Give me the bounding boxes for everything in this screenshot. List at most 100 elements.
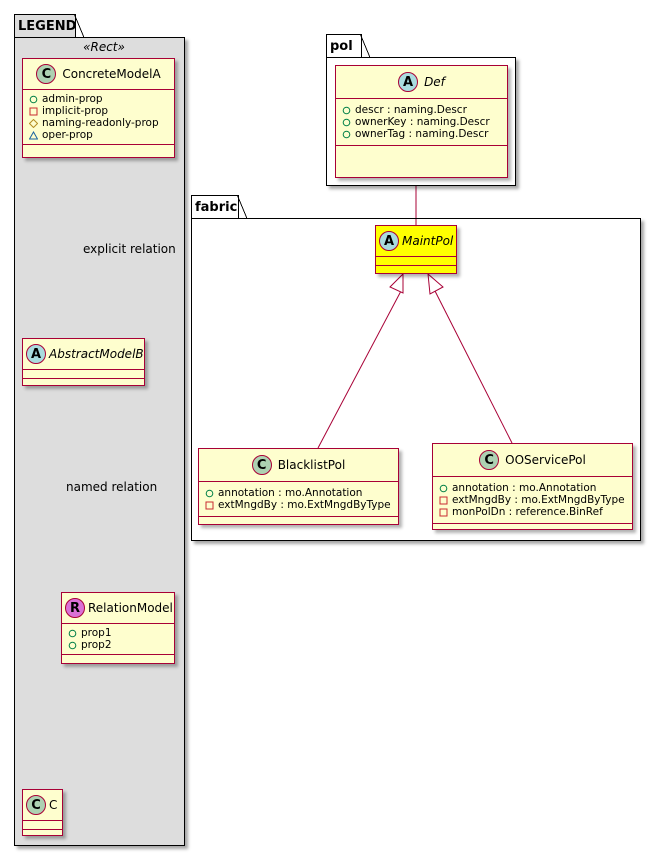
attribute-text: implicit-prop bbox=[42, 105, 109, 117]
method-list bbox=[336, 146, 507, 154]
attribute-text: annotation : mo.Annotation bbox=[452, 482, 597, 494]
attribute-text: ownerTag : naming.Descr bbox=[355, 128, 489, 140]
public-visibility-icon bbox=[68, 641, 77, 650]
attribute-row: extMngdBy : mo.ExtMngdByType bbox=[439, 494, 626, 506]
class-name: ConcreteModelA bbox=[62, 67, 161, 81]
public-visibility-icon bbox=[439, 484, 448, 493]
class-spot-icon: C bbox=[26, 795, 46, 815]
abstract-spot-icon: A bbox=[26, 344, 46, 364]
named-relation-label: named relation bbox=[66, 480, 158, 494]
class-maint-pol[interactable]: A MaintPol bbox=[375, 225, 457, 274]
attribute-text: admin-prop bbox=[42, 93, 103, 105]
class-header: C BlacklistPol bbox=[199, 449, 398, 482]
class-ooservice-pol[interactable]: C OOServicePol annotation : mo.Annotatio… bbox=[432, 443, 633, 530]
abstract-spot-icon: A bbox=[398, 72, 419, 92]
class-spot-icon: C bbox=[251, 455, 272, 475]
attribute-text: annotation : mo.Annotation bbox=[218, 487, 363, 499]
attribute-text: monPolDn : reference.BinRef bbox=[452, 506, 603, 518]
attribute-list: prop1 prop2 bbox=[62, 624, 174, 655]
class-name: MaintPol bbox=[402, 234, 454, 248]
attribute-row: admin-prop bbox=[29, 93, 168, 105]
private-visibility-icon bbox=[205, 501, 214, 510]
class-header: A Def bbox=[336, 66, 507, 99]
legend-package-body bbox=[14, 37, 185, 846]
public-visibility-icon bbox=[68, 629, 77, 638]
attribute-text: ownerKey : naming.Descr bbox=[355, 116, 490, 128]
public-visibility-icon bbox=[342, 130, 351, 139]
attribute-row: prop2 bbox=[68, 639, 168, 651]
attribute-row: ownerKey : naming.Descr bbox=[342, 116, 501, 128]
attribute-row: extMngdBy : mo.ExtMngdByType bbox=[205, 499, 392, 511]
public-visibility-icon bbox=[342, 106, 351, 115]
relation-spot-icon: R bbox=[65, 598, 85, 618]
class-spot-icon: C bbox=[36, 64, 57, 84]
attribute-text: prop2 bbox=[81, 639, 112, 651]
class-header: A AbstractModelB bbox=[23, 339, 144, 370]
package-visibility-icon bbox=[29, 118, 38, 128]
class-def[interactable]: A Def descr : naming.Descr ownerKey : na… bbox=[335, 65, 508, 178]
method-list bbox=[23, 379, 144, 387]
attribute-row: implicit-prop bbox=[29, 105, 168, 117]
attribute-text: prop1 bbox=[81, 627, 112, 639]
attribute-row: annotation : mo.Annotation bbox=[439, 482, 626, 494]
class-header: C ConcreteModelA bbox=[23, 59, 174, 90]
attribute-list: descr : naming.Descr ownerKey : naming.D… bbox=[336, 99, 507, 146]
class-header: C C bbox=[23, 790, 62, 821]
private-visibility-icon bbox=[439, 496, 448, 505]
fabric-package-body bbox=[191, 218, 641, 541]
attribute-text: descr : naming.Descr bbox=[355, 104, 467, 116]
attribute-text: extMngdBy : mo.ExtMngdByType bbox=[218, 499, 391, 511]
class-relation-model[interactable]: R RelationModel prop1 prop2 bbox=[61, 592, 175, 664]
pol-package-name: pol bbox=[330, 39, 353, 54]
protected-visibility-icon bbox=[29, 130, 38, 140]
class-name: OOServicePol bbox=[505, 453, 586, 467]
legend-package-name: LEGEND bbox=[18, 19, 77, 34]
public-visibility-icon bbox=[342, 118, 351, 127]
method-list bbox=[23, 830, 62, 838]
method-list bbox=[23, 145, 174, 153]
private-visibility-icon bbox=[29, 107, 38, 116]
class-c[interactable]: C C bbox=[22, 789, 63, 836]
method-list bbox=[62, 655, 174, 663]
attribute-list bbox=[23, 821, 62, 830]
attribute-list: annotation : mo.Annotation extMngdBy : m… bbox=[199, 482, 398, 517]
class-spot-icon: C bbox=[479, 450, 500, 470]
attribute-text: oper-prop bbox=[42, 129, 93, 141]
legend-package-tab: LEGEND bbox=[14, 14, 84, 38]
explicit-relation-label: explicit relation bbox=[83, 242, 176, 256]
attribute-row: oper-prop bbox=[29, 129, 168, 141]
class-header: R RelationModel bbox=[62, 593, 174, 624]
class-name: Def bbox=[424, 75, 445, 89]
attribute-row: monPolDn : reference.BinRef bbox=[439, 506, 626, 518]
class-name: C bbox=[49, 798, 58, 812]
fabric-package-tab: fabric bbox=[191, 195, 247, 219]
attribute-list: admin-prop implicit-prop naming-readonly… bbox=[23, 90, 174, 145]
attribute-row: annotation : mo.Annotation bbox=[205, 487, 392, 499]
fabric-package-name: fabric bbox=[195, 200, 238, 215]
class-concrete-model-a[interactable]: C ConcreteModelA admin-prop implicit-pro… bbox=[22, 58, 175, 158]
class-header: C OOServicePol bbox=[433, 444, 632, 477]
method-list bbox=[376, 266, 456, 274]
attribute-row: descr : naming.Descr bbox=[342, 104, 501, 116]
attribute-list bbox=[23, 370, 144, 379]
attribute-row: naming-readonly-prop bbox=[29, 117, 168, 129]
class-name: BlacklistPol bbox=[277, 458, 346, 472]
attribute-list: annotation : mo.Annotation extMngdBy : m… bbox=[433, 477, 632, 524]
class-name: RelationModel bbox=[88, 601, 173, 615]
class-blacklist-pol[interactable]: C BlacklistPol annotation : mo.Annotatio… bbox=[198, 448, 399, 525]
abstract-spot-icon: A bbox=[379, 231, 399, 251]
attribute-row: prop1 bbox=[68, 627, 168, 639]
attribute-text: extMngdBy : mo.ExtMngdByType bbox=[452, 494, 625, 506]
attribute-row: ownerTag : naming.Descr bbox=[342, 128, 501, 140]
private-visibility-icon bbox=[439, 508, 448, 517]
class-name: AbstractModelB bbox=[49, 347, 144, 361]
class-abstract-model-b[interactable]: A AbstractModelB bbox=[22, 338, 145, 386]
class-header: A MaintPol bbox=[376, 226, 456, 257]
attribute-text: naming-readonly-prop bbox=[42, 117, 159, 129]
public-visibility-icon bbox=[205, 489, 214, 498]
pol-package-tab: pol bbox=[326, 34, 370, 58]
public-visibility-icon bbox=[29, 95, 38, 104]
legend-stereotype: «Rect» bbox=[83, 40, 125, 54]
attribute-list bbox=[376, 257, 456, 266]
method-list bbox=[199, 517, 398, 525]
